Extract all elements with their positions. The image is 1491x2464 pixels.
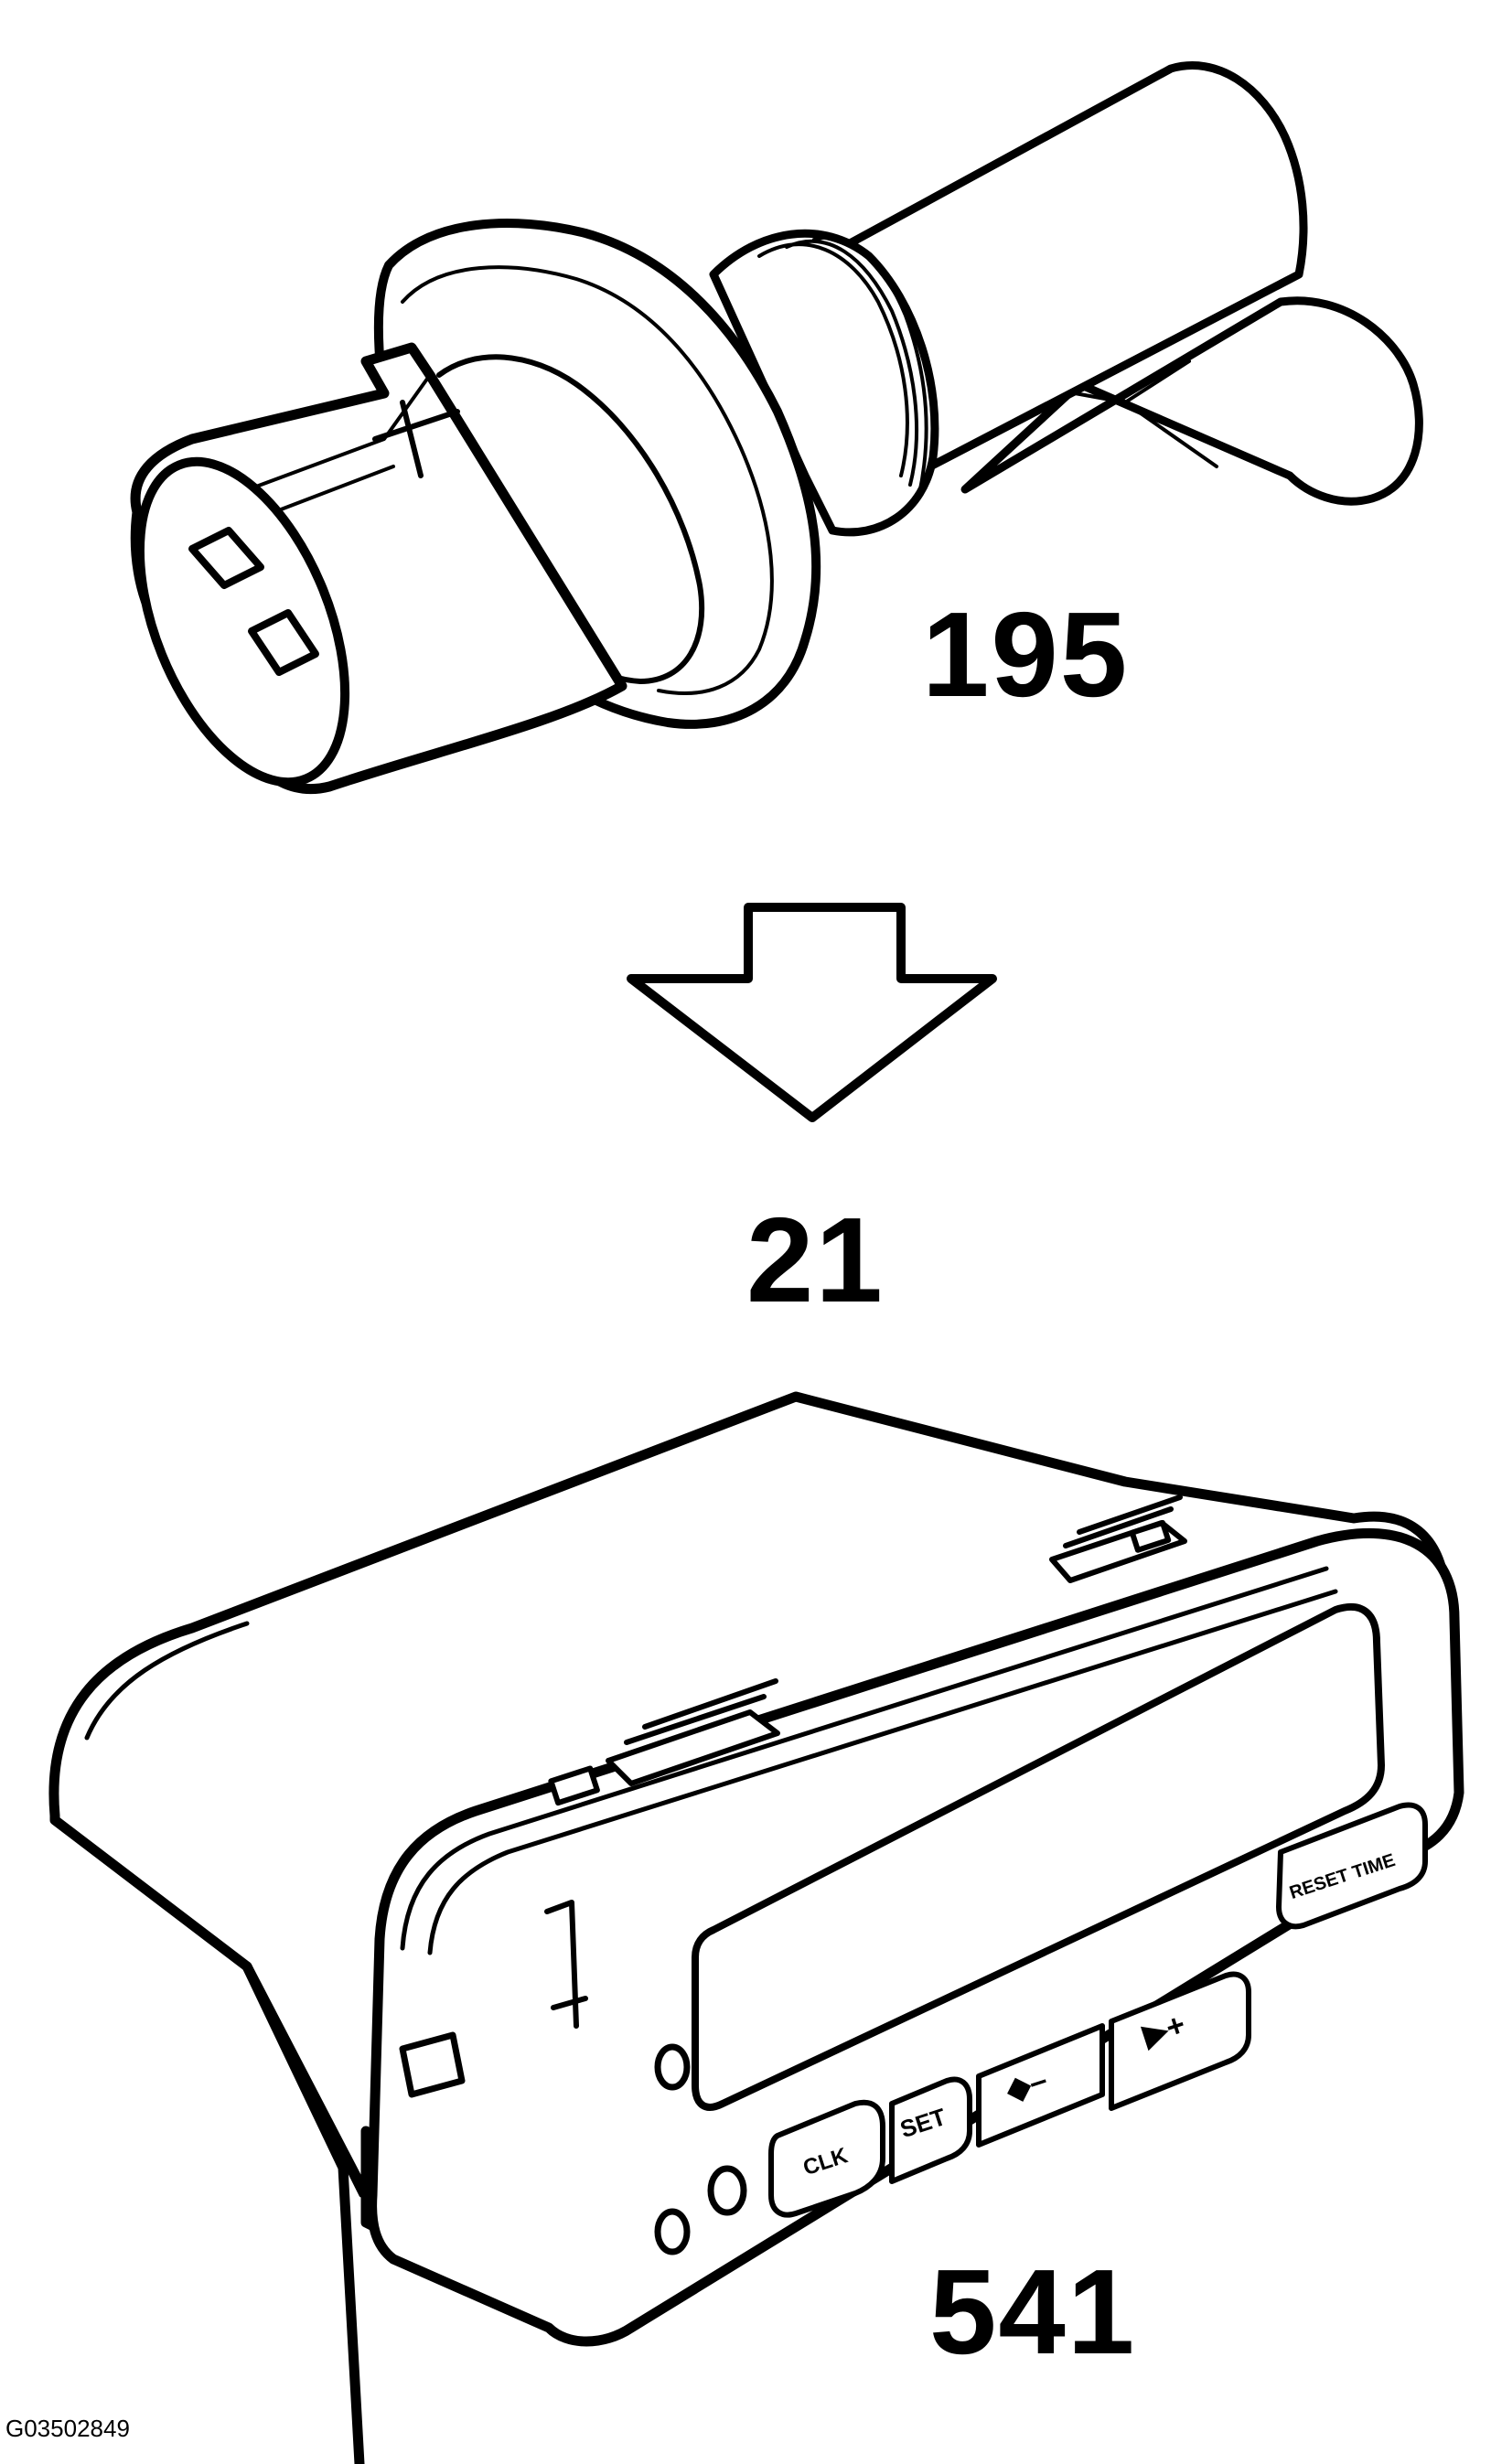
sensor-pin-1 [188, 527, 264, 589]
panel-vent-right-2 [1063, 1494, 1183, 1548]
panel-knob-2 [707, 2165, 747, 2216]
sensor-collar-ring-2 [785, 239, 919, 487]
clock-button[interactable] [768, 2099, 885, 2218]
sensor-pin-2 [248, 609, 319, 676]
plus-button[interactable] [1109, 1971, 1251, 2111]
panel-knob-1 [654, 2208, 691, 2255]
display-panel-icon [48, 1391, 1464, 2464]
panel-side-clip [399, 2031, 466, 2098]
sensor-probe-blade [960, 296, 1423, 506]
sensor-flange-inner [401, 265, 774, 695]
sensor-connector-tab [372, 400, 460, 478]
sensor-collar-ring-3 [812, 235, 928, 496]
reset-button[interactable] [1276, 1802, 1428, 1930]
down-arrow-shape [627, 903, 997, 1122]
panel-side-clip-2 [544, 1900, 588, 2029]
sensor-icon [130, 61, 1423, 795]
panel-indicator-light [654, 2043, 691, 2091]
panel-vent-right-tab [1129, 1519, 1172, 1553]
minus-button[interactable] [976, 2023, 1105, 2148]
panel-lcd-window [692, 1602, 1385, 2111]
panel-bezel-inner [400, 1566, 1329, 1951]
panel-vent-left-2 [624, 1678, 778, 1745]
panel-part-number: 541 [929, 2244, 1137, 2379]
sensor-collar-ring-1 [757, 242, 909, 477]
step-number: 21 [746, 1193, 885, 1327]
sensor-part-number: 195 [922, 587, 1130, 722]
figure-id: G03502849 [5, 2415, 130, 2442]
panel-vent-left-tab [548, 1765, 600, 1806]
sensor-connector-mouth [134, 456, 350, 787]
panel-vent-left [606, 1709, 780, 1786]
down-arrow-icon [627, 903, 997, 1122]
panel-side-wall [241, 1961, 365, 2464]
set-button[interactable] [889, 2076, 972, 2184]
panel-bezel-inner-2 [427, 1589, 1338, 1955]
